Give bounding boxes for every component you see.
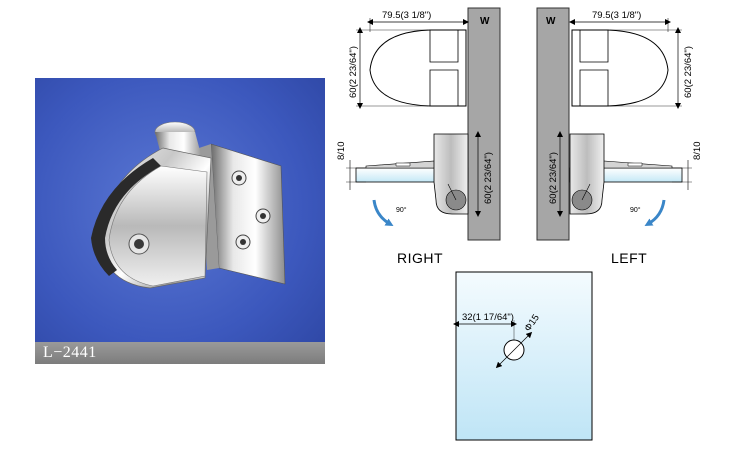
left-rotation-arrow [644,199,666,226]
left-glass-thickness: 8/10 [692,142,703,161]
hinge-photo-image [35,78,325,364]
left-wall [536,7,570,241]
left-width-dim: 79.5(3 1/8") [592,10,641,21]
model-code-label: L−2441 [43,344,97,361]
technical-drawing: W 79.5(3 1/8") 60(2 23/64") [330,0,730,450]
right-wall [467,7,501,241]
left-hinge-drawing: W 79.5(3 1/8") 60(2 23/64") [536,7,703,241]
left-height-dim: 60(2 23/64") [683,46,694,98]
right-wall-label: W [480,16,490,27]
right-rotation-arrow [372,199,394,226]
right-hinge-drawing: W 79.5(3 1/8") 60(2 23/64") [336,7,501,241]
product-photo: L−2441 [35,78,325,364]
right-height-dim: 60(2 23/64") [348,46,359,98]
right-side-label: RIGHT [397,250,444,266]
left-side-label: LEFT [611,250,648,266]
glass-panel [455,271,593,441]
right-glass-thickness: 8/10 [336,142,347,161]
model-caption-bar: L−2441 [35,342,325,364]
hole-offset-dim: 32(1 17/64") [462,312,514,323]
left-plan-outline [571,29,669,107]
glass-panel-drawing: 32(1 17/64") Φ15 [453,271,593,441]
drawing-canvas: W 79.5(3 1/8") 60(2 23/64") [336,7,703,441]
right-plan-outline [369,29,467,107]
left-rotation-label: 90° [630,206,641,214]
left-height-dim-lower: 60(2 23/64") [548,152,559,204]
right-rotation-label: 90° [396,206,407,214]
left-wall-label: W [546,16,556,27]
right-width-dim: 79.5(3 1/8") [382,10,431,21]
right-height-dim-lower: 60(2 23/64") [483,152,494,204]
